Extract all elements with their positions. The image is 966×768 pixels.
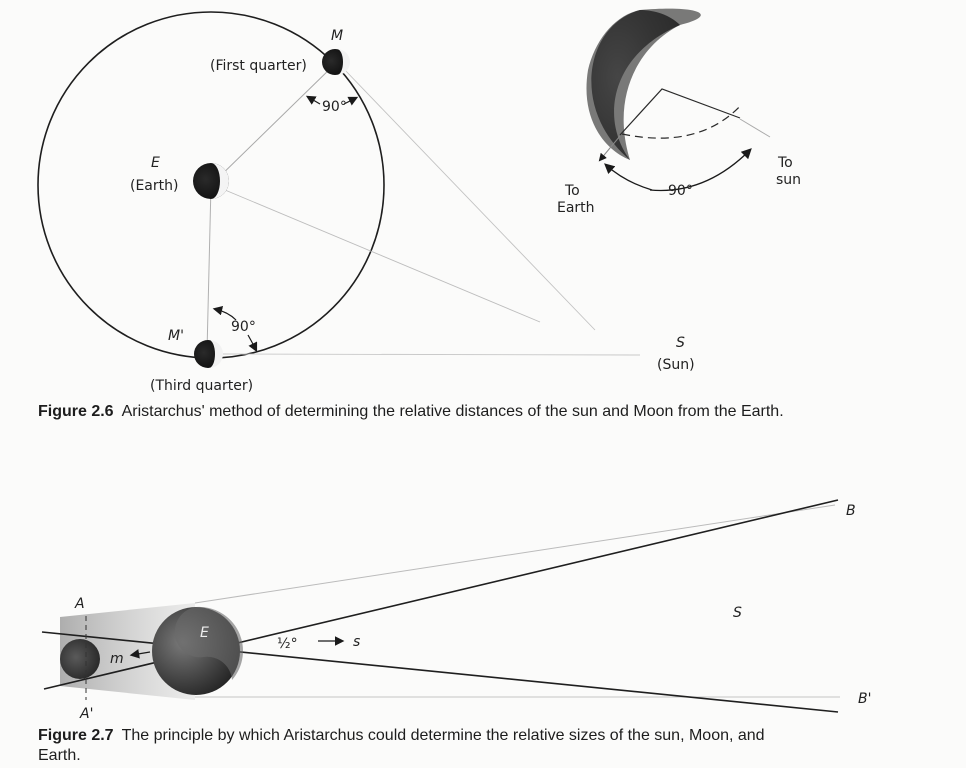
label-m: m [110, 651, 124, 667]
label-s: s [353, 634, 360, 650]
label-A: A [74, 596, 85, 612]
fig27-diagram: A A' B B' E m ½° s S [41, 499, 871, 722]
label-S: S [676, 335, 685, 351]
label-first-quarter: (First quarter) [210, 58, 307, 74]
label-half-degree: ½° [277, 636, 298, 652]
caption-number: Figure 2.6 [38, 403, 114, 420]
label-S-fig27: S [733, 605, 742, 621]
moon-first-quarter [322, 49, 350, 75]
caption-text: Aristarchus' method of determining the r… [121, 403, 784, 420]
earth-globe [193, 163, 229, 199]
moon-third-quarter [194, 340, 223, 368]
label-earth: (Earth) [130, 178, 178, 194]
label-90-bottom: 90° [231, 319, 256, 335]
label-third-quarter: (Third quarter) [150, 378, 253, 394]
inset-to-earth-1: To [564, 183, 580, 199]
inset-to-sun-2: sun [776, 172, 801, 188]
label-E-fig27: E [200, 625, 209, 641]
label-B-prime: B' [858, 691, 871, 707]
angle-arrows-first-quarter [305, 95, 359, 106]
caption-number: Figure 2.7 [38, 727, 114, 744]
small-moon [60, 639, 100, 679]
angle-arrows-third-quarter [212, 305, 258, 353]
figure-2-6-caption: Figure 2.6 Aristarchus' method of determi… [38, 402, 798, 422]
label-M-prime: M' [168, 328, 184, 344]
label-E: E [151, 155, 160, 171]
label-sun: (Sun) [657, 357, 695, 373]
fig26-orbit-diagram: M (First quarter) 90° E (Earth) M' 90° (… [37, 11, 695, 394]
label-A-prime: A' [79, 706, 93, 722]
fig26-inset-moon: To Earth To sun 90° [557, 8, 801, 216]
earth-big [152, 606, 243, 695]
label-B: B [846, 503, 856, 519]
label-M: M [331, 28, 343, 44]
caption-text: The principle by which Aristarchus could… [38, 727, 765, 764]
label-90-top: 90° [322, 99, 347, 115]
inset-to-sun-1: To [777, 155, 793, 171]
inset-to-earth-2: Earth [557, 200, 595, 216]
inset-90: 90° [668, 183, 693, 199]
